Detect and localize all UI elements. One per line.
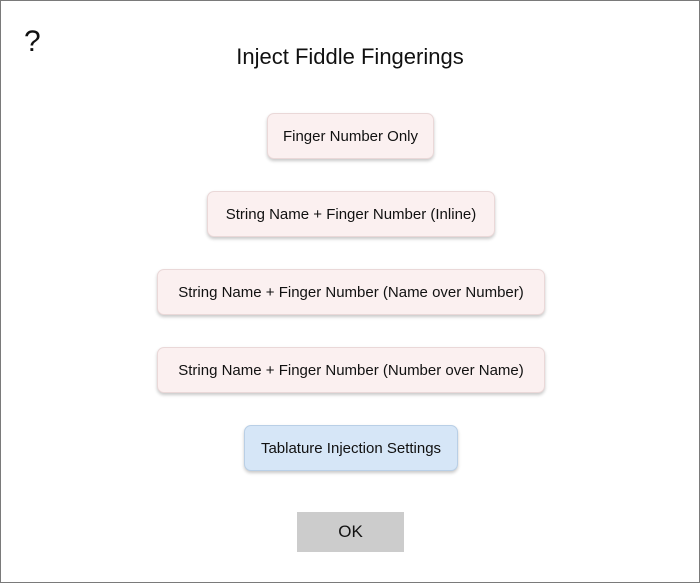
ok-button[interactable]: OK	[297, 512, 404, 552]
tablature-injection-settings-button[interactable]: Tablature Injection Settings	[244, 425, 458, 471]
dialog-title: Inject Fiddle Fingerings	[236, 44, 464, 69]
string-name-finger-number-inline-button[interactable]: String Name + Finger Number (Inline)	[207, 191, 495, 237]
string-name-over-finger-number-button[interactable]: String Name + Finger Number (Name over N…	[157, 269, 545, 315]
finger-number-over-string-name-button[interactable]: String Name + Finger Number (Number over…	[157, 347, 545, 393]
help-button[interactable]: ?	[24, 25, 41, 58]
finger-number-only-button[interactable]: Finger Number Only	[267, 113, 434, 159]
